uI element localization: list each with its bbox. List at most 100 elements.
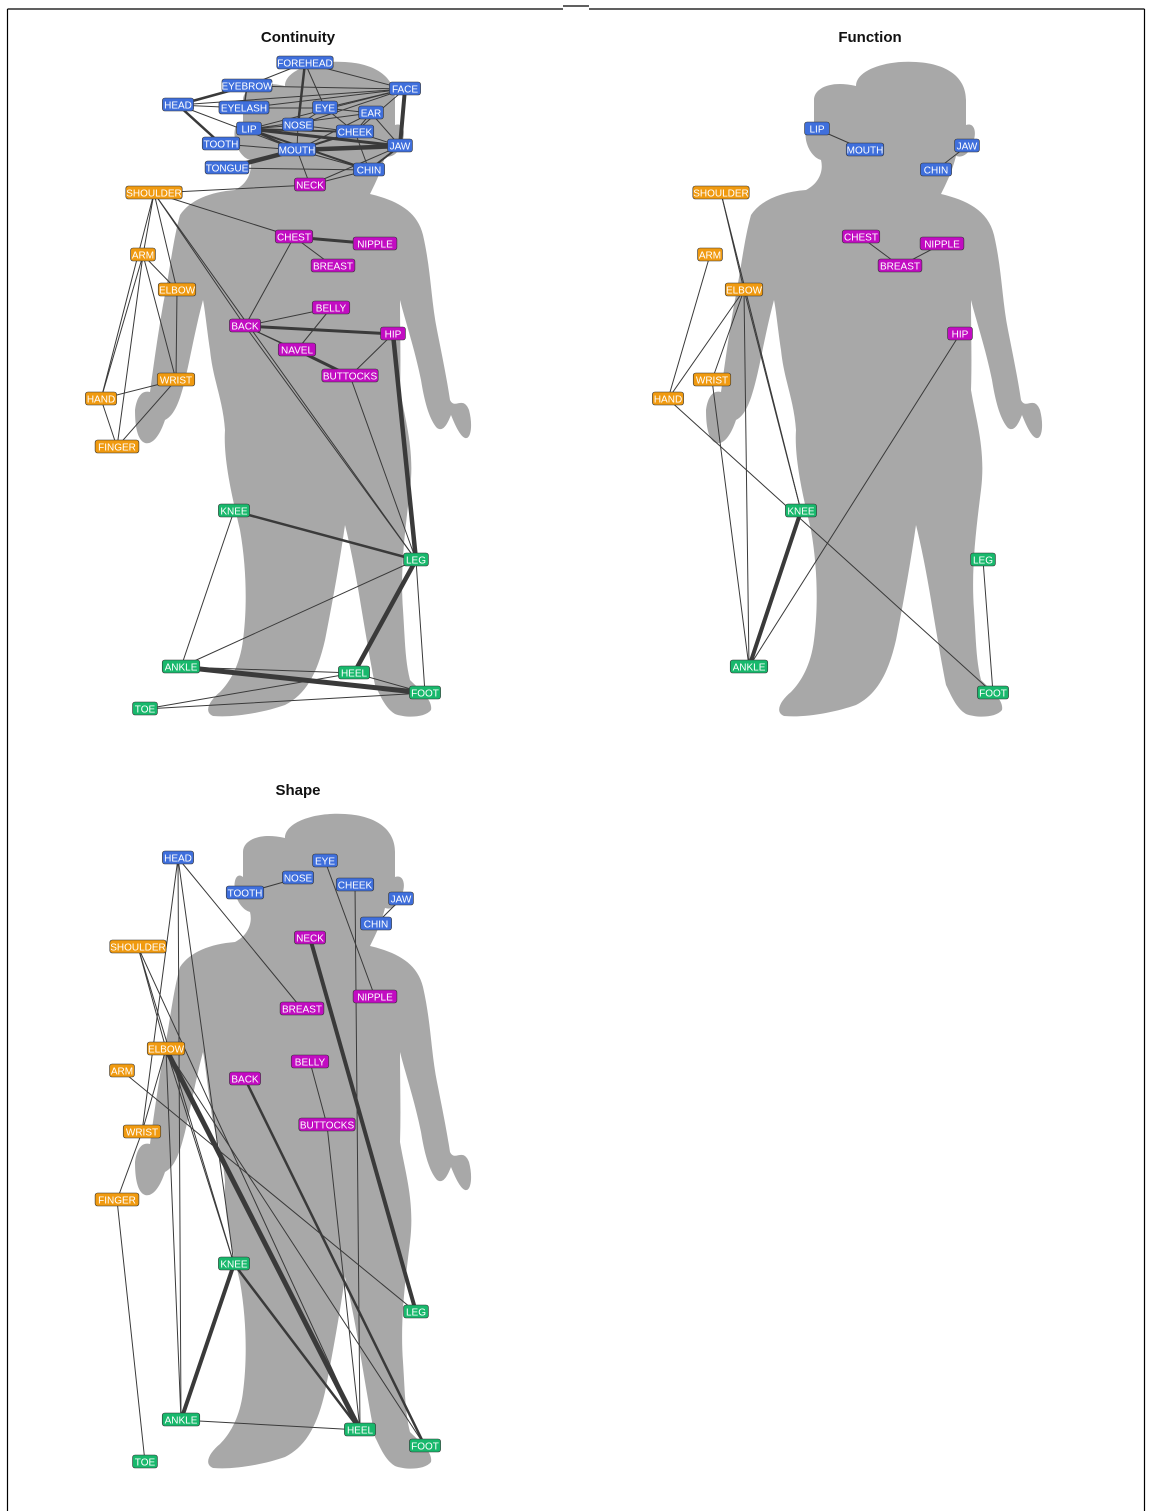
- node-tooth: TOOTH: [202, 137, 240, 151]
- node-heel: HEEL: [344, 1423, 375, 1437]
- node-label: SHOULDER: [110, 943, 166, 954]
- node-label: TOOTH: [228, 889, 263, 900]
- node-cheek: CHEEK: [336, 878, 374, 892]
- node-wrist: WRIST: [693, 373, 731, 387]
- node-label: ARM: [132, 251, 154, 262]
- node-label: BUTTOCKS: [323, 372, 378, 383]
- node-chin: CHIN: [920, 163, 951, 177]
- node-label: ARM: [699, 251, 721, 262]
- node-knee: KNEE: [218, 504, 249, 518]
- edge-leg-foot: [983, 560, 993, 693]
- node-label: BELLY: [316, 304, 347, 315]
- node-forehead: FOREHEAD: [277, 56, 333, 70]
- node-label: KNEE: [787, 507, 815, 518]
- node-jaw: JAW: [955, 139, 980, 153]
- node-chin: CHIN: [353, 163, 384, 177]
- node-label: FOOT: [411, 689, 439, 700]
- node-head: HEAD: [162, 98, 193, 112]
- node-heel: HEEL: [338, 666, 369, 680]
- node-label: CHEEK: [338, 881, 373, 892]
- node-label: EAR: [361, 109, 382, 120]
- node-belly: BELLY: [291, 1055, 329, 1069]
- node-label: BREAST: [282, 1005, 322, 1016]
- node-jaw: JAW: [388, 139, 413, 153]
- node-toe: TOE: [133, 1455, 158, 1469]
- node-label: KNEE: [220, 507, 248, 518]
- node-label: JAW: [391, 895, 412, 906]
- node-breast: BREAST: [311, 259, 355, 273]
- node-arm: ARM: [698, 248, 723, 262]
- node-chest: CHEST: [842, 230, 880, 244]
- node-label: MOUTH: [847, 146, 884, 157]
- node-finger: FINGER: [95, 440, 139, 454]
- node-ear: EAR: [359, 106, 384, 120]
- node-elbow: ELBOW: [147, 1042, 185, 1056]
- node-ankle: ANKLE: [730, 660, 768, 674]
- node-hip: HIP: [381, 327, 406, 341]
- node-label: BACK: [231, 322, 259, 333]
- node-label: CHIN: [924, 166, 948, 177]
- node-label: CHEEK: [338, 128, 373, 139]
- node-eye: EYE: [313, 854, 338, 868]
- node-back: BACK: [229, 319, 260, 333]
- node-label: EYE: [315, 857, 335, 868]
- node-label: KNEE: [220, 1260, 248, 1271]
- node-label: HEAD: [164, 854, 192, 865]
- node-toe: TOE: [133, 702, 158, 716]
- node-label: BUTTOCKS: [300, 1121, 355, 1132]
- node-label: FINGER: [98, 443, 136, 454]
- node-nipple: NIPPLE: [353, 990, 397, 1004]
- edge-shoulder-arm: [143, 193, 154, 255]
- node-label: ARM: [111, 1067, 133, 1078]
- node-head: HEAD: [162, 851, 193, 865]
- node-label: HEAD: [164, 101, 192, 112]
- node-hand: HAND: [652, 392, 683, 406]
- node-neck: NECK: [294, 178, 325, 192]
- edge-arm-hand: [101, 255, 143, 399]
- node-face: FACE: [389, 82, 420, 96]
- node-arm: ARM: [110, 1064, 135, 1078]
- node-mouth: MOUTH: [278, 143, 316, 157]
- node-chest: CHEST: [275, 230, 313, 244]
- node-label: HAND: [87, 395, 115, 406]
- node-breast: BREAST: [878, 259, 922, 273]
- node-eyebrow: EYEBROW: [221, 79, 273, 93]
- node-label: TOE: [135, 1458, 156, 1469]
- node-eyelash: EYELASH: [219, 101, 269, 115]
- node-label: HEEL: [347, 1426, 374, 1437]
- node-label: HAND: [654, 395, 682, 406]
- node-label: CHEST: [277, 233, 311, 244]
- node-label: BELLY: [295, 1058, 326, 1069]
- node-belly: BELLY: [312, 301, 350, 315]
- node-label: NIPPLE: [357, 240, 393, 251]
- node-label: FINGER: [98, 1196, 136, 1207]
- node-wrist: WRIST: [123, 1125, 161, 1139]
- node-elbow: ELBOW: [725, 283, 763, 297]
- node-label: ELBOW: [148, 1045, 185, 1056]
- node-label: LEG: [406, 556, 426, 567]
- node-label: NAVEL: [281, 346, 313, 357]
- node-eye: EYE: [313, 101, 338, 115]
- node-label: HIP: [952, 330, 969, 341]
- node-label: BREAST: [313, 262, 353, 273]
- edge-leg-foot: [416, 560, 425, 693]
- node-nose: NOSE: [282, 118, 313, 132]
- node-hip: HIP: [948, 327, 973, 341]
- node-label: LIP: [241, 125, 256, 136]
- node-ankle: ANKLE: [162, 1413, 200, 1427]
- node-label: NIPPLE: [357, 993, 393, 1004]
- node-breast: BREAST: [280, 1002, 324, 1016]
- body-silhouette-continuity: [135, 62, 471, 717]
- node-label: FOOT: [411, 1442, 439, 1453]
- node-label: NOSE: [284, 121, 313, 132]
- node-elbow: ELBOW: [158, 283, 196, 297]
- edge-ankle-knee: [181, 511, 234, 667]
- edge-knee-ankle: [181, 1264, 234, 1420]
- node-shoulder: SHOULDER: [110, 940, 166, 954]
- node-label: TOOTH: [204, 140, 239, 151]
- node-label: CHIN: [357, 166, 381, 177]
- panel-title-continuity: Continuity: [261, 29, 336, 46]
- node-label: WRIST: [160, 376, 192, 387]
- node-shoulder: SHOULDER: [693, 186, 749, 200]
- node-navel: NAVEL: [278, 343, 316, 357]
